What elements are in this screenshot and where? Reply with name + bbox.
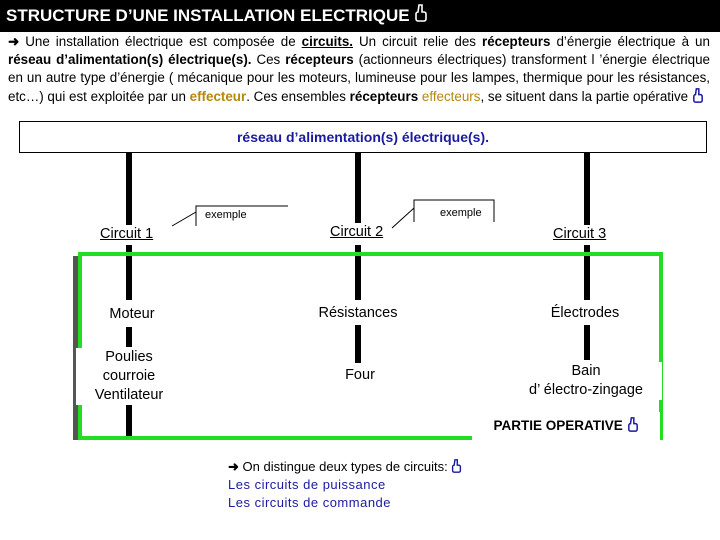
circuit-1-line-low	[126, 400, 132, 438]
partie-operative-text: PARTIE OPERATIVE	[493, 418, 623, 433]
example-callout-2	[391, 199, 495, 229]
circuit-3-component: Électrodes	[550, 305, 620, 321]
keyword-effecteur: effecteur	[189, 88, 247, 104]
arrow-right-icon: ➜	[228, 459, 239, 474]
circuit-1-line-mid	[126, 327, 132, 347]
example-callout-1	[171, 205, 288, 227]
title-bar: STRUCTURE D’UNE INSTALLATION ELECTRIQUE	[0, 0, 720, 32]
intro-text: (actionneurs électriques) transforment l…	[8, 52, 710, 104]
page-title: STRUCTURE D’UNE INSTALLATION ELECTRIQUE	[6, 6, 410, 25]
circuit-3-effector: Bain d’ électro-zingage	[510, 362, 662, 400]
hand-pointer-icon[interactable]	[451, 459, 462, 474]
circuit-2-line-bottom	[355, 245, 361, 300]
intro-text: Ces	[256, 52, 281, 68]
intro-text: Une installation électrique est composée…	[25, 34, 296, 49]
hand-pointer-icon[interactable]	[414, 1, 428, 33]
circuit-2-effector: Four	[320, 367, 400, 383]
circuit-2-line-top	[355, 153, 361, 223]
types-intro: On distingue deux types de circuits:	[242, 459, 448, 474]
intro-text: d’énergie électrique à un	[556, 34, 710, 49]
intro-text: , se situent dans la partie opérative	[480, 88, 689, 104]
circuit-1-label: Circuit 1	[100, 226, 154, 242]
frame-shadow	[73, 256, 78, 440]
example-label-1: exemple	[205, 209, 247, 221]
intro-text: . Ces ensembles	[246, 88, 346, 104]
network-box: réseau d’alimentation(s) électrique(s).	[19, 121, 707, 153]
circuit-3-label: Circuit 3	[553, 226, 607, 242]
hand-pointer-icon[interactable]	[692, 87, 704, 104]
circuit-2-label: Circuit 2	[330, 224, 384, 240]
circuit-3-line-bottom	[584, 245, 590, 300]
circuit-3-line-mid	[584, 325, 590, 360]
intro-text: Un circuit relie des	[359, 34, 476, 49]
partie-operative-label: PARTIE OPERATIVE	[472, 412, 660, 440]
keyword-reseau: réseau d’alimentation(s) électrique(s).	[8, 52, 252, 68]
hand-pointer-icon[interactable]	[627, 417, 639, 433]
partie-operative-frame	[73, 252, 663, 440]
circuit-1-line-bottom	[126, 245, 132, 300]
list-item[interactable]: Les circuits de puissance	[228, 477, 386, 492]
circuit-2-component: Résistances	[318, 305, 398, 321]
circuit-3-line-top	[584, 153, 590, 225]
effector-line: Poulies	[105, 349, 153, 365]
arrow-right-icon: ➜	[8, 34, 20, 49]
circuit-1-effector: Poulies courroie Ventilateur	[76, 348, 182, 405]
example-label-2: exemple	[440, 207, 482, 219]
keyword-recepteurs: récepteurs	[285, 52, 354, 68]
effector-line: Bain	[571, 363, 601, 379]
circuit-2-line-mid	[355, 325, 361, 363]
keyword-recepteurs: récepteurs	[349, 88, 419, 104]
intro-paragraph: ➜ Une installation électrique est compos…	[8, 33, 710, 106]
circuit-1-line-top	[126, 153, 132, 225]
list-item[interactable]: Les circuits de commande	[228, 495, 392, 510]
keyword-circuits: circuits.	[301, 34, 354, 49]
effector-line: Four	[345, 367, 375, 383]
keyword-recepteurs: récepteurs	[481, 34, 551, 49]
effector-line: Ventilateur	[94, 387, 164, 403]
keyword-effecteurs: effecteurs	[421, 88, 481, 104]
effector-line: courroie	[102, 368, 156, 384]
circuit-1-component: Moteur	[109, 306, 155, 322]
circuit-types: ➜ On distingue deux types de circuits: L…	[228, 458, 462, 512]
network-label: réseau d’alimentation(s) électrique(s).	[236, 129, 490, 145]
effector-line: d’ électro-zingage	[529, 382, 643, 398]
